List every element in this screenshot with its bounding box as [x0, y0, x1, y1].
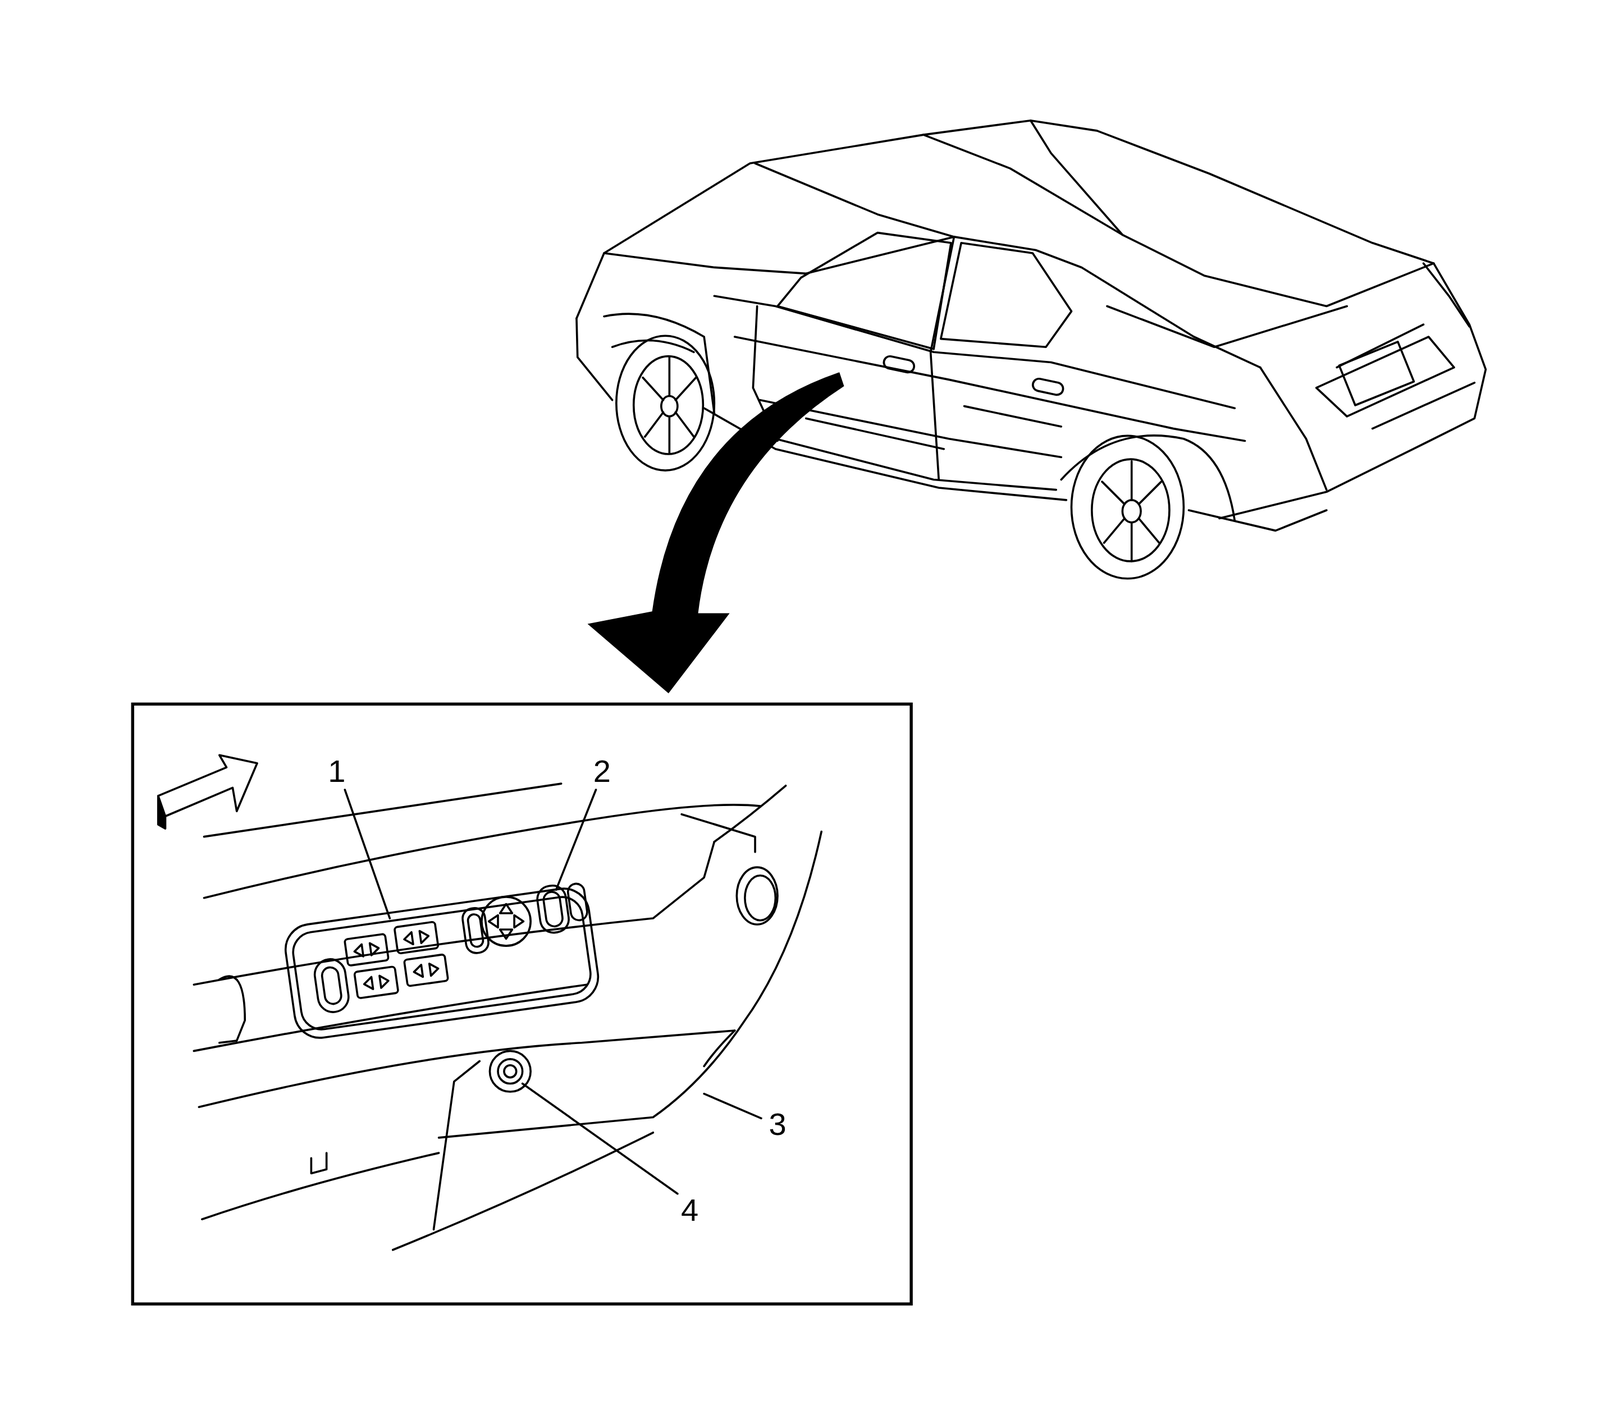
callout-number: 3: [766, 1107, 789, 1142]
callout-number: 1: [325, 754, 348, 789]
callout-number: 4: [678, 1193, 701, 1228]
callout-number: 2: [591, 754, 614, 789]
